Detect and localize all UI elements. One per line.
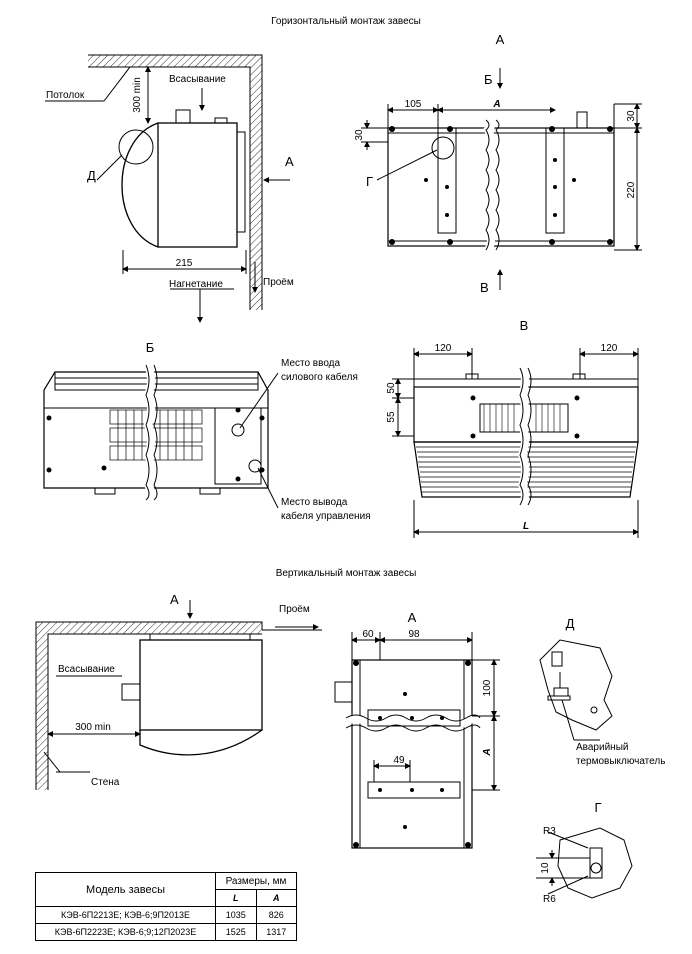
label-suction: Всасывание: [169, 74, 226, 85]
dim-a-vertical: A: [482, 748, 493, 756]
view-a-vertical: [334, 632, 500, 849]
label-thermo-2: термовыключатель: [576, 756, 665, 767]
label-discharge: Нагнетание: [169, 279, 223, 290]
dim-300min: 300 min: [132, 77, 143, 113]
arrow-label-b: Б: [484, 72, 493, 87]
label-power-entry-2: силового кабеля: [281, 371, 358, 383]
vertical-side-view: [35, 600, 322, 790]
horizontal-side-view: [45, 54, 290, 323]
table-col-l: L: [215, 889, 257, 907]
dim-a-top: A: [492, 99, 500, 110]
table-cell-a: 1317: [255, 923, 297, 941]
title-vertical: Вертикальный монтаж завесы: [276, 568, 417, 579]
view-b-screws: [46, 407, 265, 482]
dim-100: 100: [482, 679, 493, 696]
table-header-model: Модель завесы: [34, 872, 217, 907]
dim-220: 220: [626, 181, 637, 198]
table-cell-a: 826: [255, 906, 297, 924]
callout-g: Г: [366, 174, 373, 189]
view-label-a-top: A: [496, 32, 505, 47]
view-label-a-vertical: A: [408, 610, 417, 625]
dim-215: 215: [176, 258, 193, 269]
dim-49: 49: [393, 755, 405, 766]
table-col-a: A: [255, 889, 297, 907]
view-a-screws: [389, 126, 613, 245]
table-row: КЭВ-6П2223Е; КЭВ-6;9;12П2023Е 1525 1317: [34, 923, 297, 941]
label-suction-v: Всасывание: [58, 664, 115, 675]
view-label-b: Б: [146, 340, 155, 355]
dim-60: 60: [362, 629, 374, 640]
detail-g: [536, 827, 633, 899]
title-horizontal: Горизонтальный монтаж завесы: [271, 16, 421, 27]
arrow-label-v: В: [480, 280, 489, 295]
table-cell-l: 1525: [215, 923, 257, 941]
arrow-label-a-h: A: [285, 154, 294, 169]
detail-d: [539, 639, 613, 741]
view-v: [392, 348, 639, 538]
dim-55: 55: [386, 411, 397, 423]
dim-l: L: [523, 521, 529, 532]
view-b: [43, 363, 279, 509]
callout-d: Д: [87, 168, 96, 183]
table-header-sizes: Размеры, мм: [215, 872, 297, 890]
detail-label-d: Д: [566, 616, 575, 631]
dim-r3: R3: [543, 826, 556, 837]
dim-r6: R6: [543, 894, 556, 905]
dim-120-right: 120: [601, 343, 618, 354]
label-thermo-1: Аварийный: [576, 742, 628, 753]
label-ceiling: Потолок: [46, 90, 85, 101]
label-wall: Стена: [91, 777, 120, 788]
table-cell-model: КЭВ-6П2213Е; КЭВ-6;9П2013Е: [34, 906, 217, 924]
label-opening-v: Проём: [279, 604, 310, 615]
dim-50: 50: [386, 382, 397, 394]
detail-label-g: Г: [594, 800, 601, 815]
view-v-screws: [470, 395, 580, 439]
dimensions-table: Модель завесы Размеры, мм L A КЭВ-6П2213…: [34, 872, 297, 941]
label-opening: Проём: [263, 277, 294, 288]
label-control-exit-1: Место вывода: [281, 497, 348, 508]
table-row: КЭВ-6П2213Е; КЭВ-6;9П2013Е 1035 826: [34, 906, 297, 924]
dim-120-left: 120: [435, 343, 452, 354]
label-control-exit-2: кабеля управления: [281, 510, 371, 522]
dim-30-left: 30: [354, 129, 365, 141]
dim-30-right: 30: [626, 110, 637, 122]
dim-10: 10: [540, 862, 551, 874]
label-power-entry-1: Место ввода: [281, 358, 341, 369]
arrow-label-a-v: A: [170, 592, 179, 607]
dim-105: 105: [405, 99, 422, 110]
table-cell-l: 1035: [215, 906, 257, 924]
view-label-v: В: [520, 318, 529, 333]
table-cell-model: КЭВ-6П2223Е; КЭВ-6;9;12П2023Е: [34, 923, 217, 941]
dim-98: 98: [408, 629, 420, 640]
view-a-top: [361, 68, 642, 290]
view-a-vertical-screws: [353, 660, 471, 848]
dim-300min-v: 300 min: [75, 722, 111, 733]
